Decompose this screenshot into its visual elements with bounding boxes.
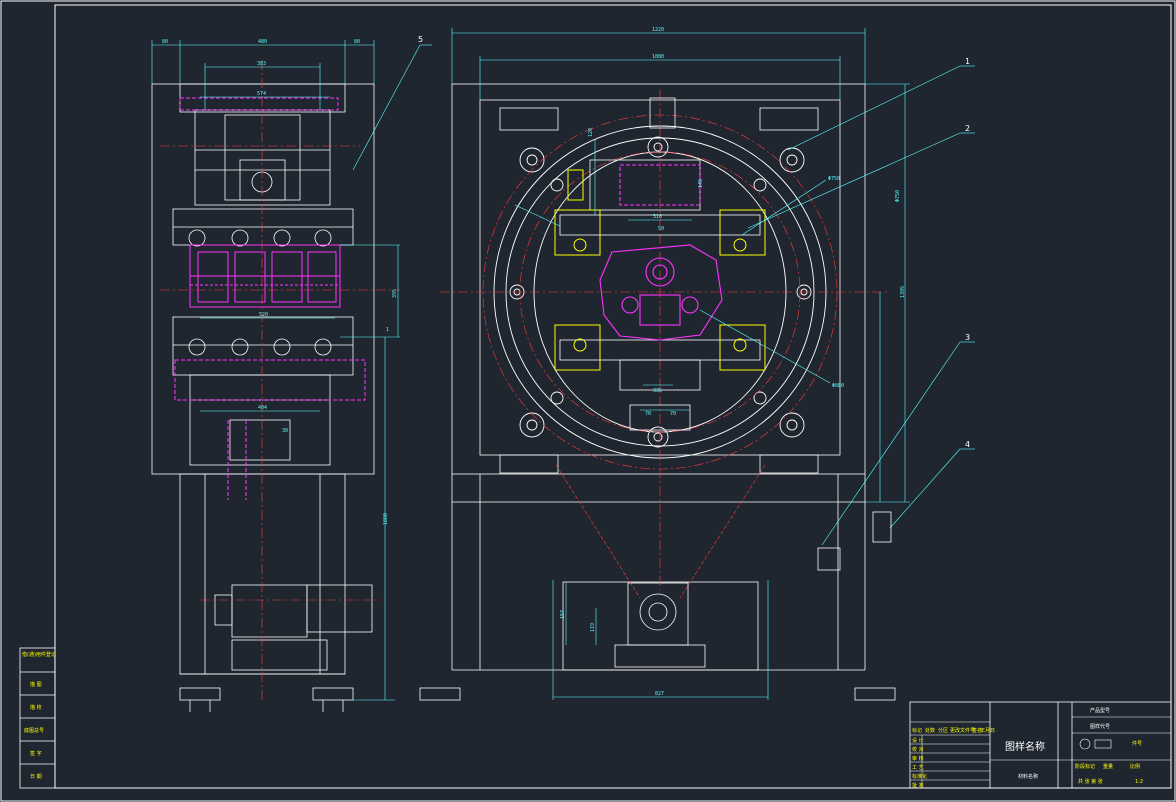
left-strip: 借(通)用件登记 描 图 描 校 底图总号 签 字 日 期 xyxy=(19,647,56,789)
strip-label-1: 描 图 xyxy=(30,681,42,688)
mark-cell-2: 分区 xyxy=(938,727,948,734)
right-header-1: 重量 xyxy=(1103,763,1113,770)
dim-157: 157 xyxy=(560,610,566,619)
sheet-count: 共 张 第 张 xyxy=(1078,778,1103,785)
leader-label-5: 5 xyxy=(418,35,423,44)
dim-ring: Φ750 xyxy=(828,176,840,182)
side-centerlines xyxy=(160,60,400,700)
side-magenta-part xyxy=(174,97,366,500)
front-dimension-text: 1220 1080 310 Φ750 1395 Φ750 Φ880 335 70… xyxy=(560,27,970,697)
front-dimension-lines xyxy=(451,28,975,700)
front-centerlines xyxy=(440,90,890,599)
dim-inner: 383 xyxy=(257,61,266,67)
dim-width: 480 xyxy=(258,39,267,45)
inner-border xyxy=(54,4,1172,789)
dim-520: 520 xyxy=(259,312,268,318)
dim-70a: 70 xyxy=(645,411,651,417)
projection-symbol-icon xyxy=(1079,738,1091,750)
dim-marker: 1 xyxy=(386,327,389,333)
drawing-code: 图样代号 xyxy=(1090,723,1110,730)
dim-left: 80 xyxy=(162,39,168,45)
dim-vert-phi: Φ750 xyxy=(895,190,901,202)
row-label-4: 标准化 xyxy=(912,773,927,780)
fixture-magenta-part xyxy=(599,164,723,341)
dim-404: 404 xyxy=(258,405,267,411)
row-label-5: 批 准 xyxy=(912,782,924,789)
dim-50: 50 xyxy=(658,226,664,232)
dim-395: 395 xyxy=(392,289,398,298)
strip-label-2: 描 校 xyxy=(30,704,42,711)
dim-574: 574 xyxy=(257,91,266,97)
side-view xyxy=(151,83,375,712)
right-header-0: 阶段标记 xyxy=(1075,763,1095,770)
dim-120: 120 xyxy=(588,128,594,137)
dim-70b: 70 xyxy=(670,411,676,417)
dim-top: 1220 xyxy=(652,27,664,33)
row-label-0: 设 计 xyxy=(912,737,924,744)
strip-label-5: 日 期 xyxy=(30,774,42,780)
row-label-1: 校 对 xyxy=(912,746,924,753)
leader-label-2: 2 xyxy=(965,124,970,133)
material-name: 材料名称 xyxy=(1018,773,1038,780)
strip-label-0: 借(通)用件登记 xyxy=(22,651,56,658)
fixture-yellow-clamps xyxy=(554,169,766,371)
mark-cell-0: 标记 xyxy=(912,727,922,734)
row-label-2: 审 核 xyxy=(912,755,924,762)
strip-label-4: 签 字 xyxy=(30,750,42,757)
mark-cell-1: 处数 xyxy=(925,727,935,734)
mark-cell-4: 签名 xyxy=(972,727,982,734)
leader-label-4: 4 xyxy=(965,440,970,449)
dim-335: 335 xyxy=(653,388,662,394)
dim-top2: 1080 xyxy=(652,54,664,60)
drawing-name: 图样名称 xyxy=(1005,740,1045,753)
sensor-component xyxy=(817,511,892,571)
mark-cell-5: 年月日 xyxy=(980,727,995,734)
dim-1880: 1880 xyxy=(383,513,389,525)
mark-cell-3: 更改文件号 xyxy=(950,727,975,734)
dim-145: 145 xyxy=(698,179,704,188)
dim-827: 827 xyxy=(655,691,664,697)
title-block: 标记 处数 分区 更改文件号 签名 年月日 设 计 校 对 审 核 工 艺 标准… xyxy=(909,701,1172,789)
product-model: 产品型号 xyxy=(1090,707,1110,714)
dim-right: 80 xyxy=(354,39,360,45)
dim-right: 1395 xyxy=(900,286,906,298)
leader-label-1: 1 xyxy=(965,57,970,66)
dim-310: 310 xyxy=(653,214,662,220)
scale-value: 1:2 xyxy=(1135,779,1143,785)
right-header-2: 比例 xyxy=(1130,763,1140,770)
side-dimension-text: 80 480 80 383 574 520 404 30 395 1880 1 … xyxy=(162,35,423,525)
dim-mid: Φ880 xyxy=(832,383,844,389)
proj-label: 件号 xyxy=(1132,740,1142,747)
leader-label-3: 3 xyxy=(965,333,970,342)
side-dimension-lines xyxy=(151,40,432,701)
dim-119: 119 xyxy=(590,623,596,632)
strip-label-3: 底图总号 xyxy=(24,727,44,734)
row-label-3: 工 艺 xyxy=(912,765,924,771)
dim-30: 30 xyxy=(282,428,288,434)
projection-cone-icon xyxy=(1094,739,1112,749)
